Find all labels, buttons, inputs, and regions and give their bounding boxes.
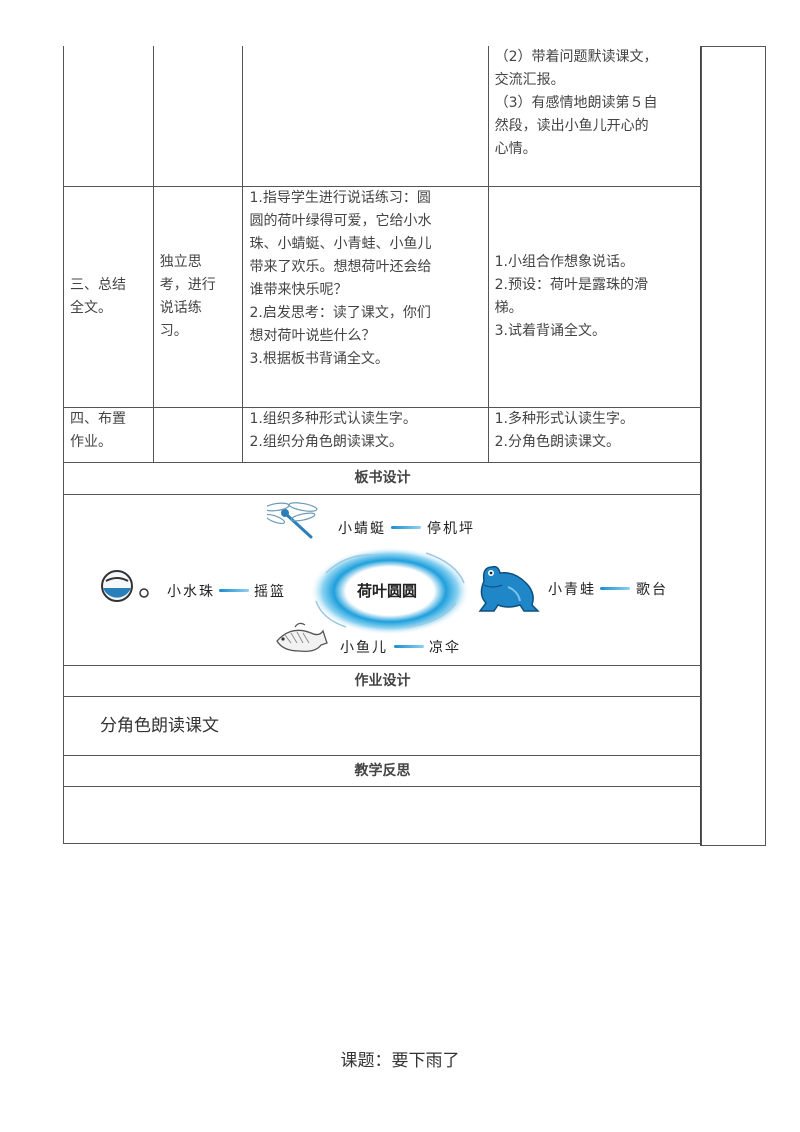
frog-icon (478, 565, 540, 612)
connector-line (219, 589, 249, 592)
activity-line: 梯。 (494, 300, 523, 316)
homework-text: 分角色朗读课文 (63, 696, 702, 756)
reflection-row (63, 786, 702, 844)
lesson-title: 课题：要下雨了 (340, 1051, 460, 1071)
reflection-heading: 教学反思 (63, 755, 702, 787)
board-design: 小蜻蜓 停机坪 小水珠 摇篮 (63, 494, 702, 666)
dragonfly-icon (267, 502, 318, 539)
activity-line: 3.试着背诵全文。 (494, 323, 606, 339)
reflection-heading-row: 教学反思 (63, 755, 702, 787)
teacher-line: 想对荷叶说些什么？ (249, 328, 376, 344)
activity-cell: 1.多种形式认读生字。 2.分角色朗读课文。 (487, 407, 703, 463)
stage-line: 三、总结 (70, 277, 126, 293)
outer-frame-right (700, 46, 766, 846)
water-drop-icon (101, 570, 149, 602)
student-line: 考，进行 (159, 277, 216, 293)
student-cell: 独立思 考，进行 说话练 习。 (152, 186, 244, 408)
connector-line (391, 526, 421, 529)
stage-cell: 三、总结 全文。 (63, 186, 154, 408)
stage-cell (63, 46, 154, 187)
activity-line: （2）带着问题默读课文， (494, 49, 658, 65)
stage-cell: 四、布置 作业。 (63, 407, 154, 463)
board-center-title: 荷叶圆圆 (354, 579, 421, 604)
board-target-water-drop: 摇篮 (254, 584, 286, 600)
student-line: 说话练 (159, 300, 202, 316)
activity-line: 然段，读出小鱼儿开心的 (494, 118, 649, 134)
activity-cell: （2）带着问题默读课文， 交流汇报。 （3）有感情地朗读第５自 然段，读出小鱼儿… (487, 46, 703, 187)
teacher-line: 谁带来快乐呢？ (249, 282, 348, 298)
board-heading-row: 板书设计 (63, 462, 702, 495)
teacher-line: 2.组织分角色朗读课文。 (249, 434, 403, 450)
board-row: 小蜻蜓 停机坪 小水珠 摇篮 (63, 494, 702, 666)
board-target-dragonfly: 停机坪 (427, 521, 475, 537)
homework-heading-row: 作业设计 (63, 665, 702, 697)
board-target-frog: 歌台 (636, 582, 668, 598)
activity-line: 交流汇报。 (494, 72, 565, 88)
activity-line: 2.分角色朗读课文。 (494, 434, 620, 450)
connector-line (600, 587, 630, 590)
homework-heading: 作业设计 (63, 665, 702, 697)
teacher-line: 1.组织多种形式认读生字。 (249, 411, 417, 427)
activity-line: 1.多种形式认读生字。 (494, 411, 634, 427)
homework-row: 分角色朗读课文 (63, 696, 702, 756)
teacher-line: 1.指导学生进行说话练习：圆 (249, 190, 431, 206)
stage-line: 四、布置 (70, 411, 126, 427)
teacher-cell (242, 46, 489, 187)
teacher-line: 2.启发思考：读了课文，你们 (249, 305, 431, 321)
student-line: 独立思 (159, 254, 202, 270)
board-target-fish: 凉伞 (429, 640, 461, 656)
connector-line (394, 645, 424, 648)
fish-icon (276, 622, 328, 653)
board-label-fish: 小鱼儿 (340, 640, 388, 656)
table-row-homework-stage: 四、布置 作业。 1.组织多种形式认读生字。 2.组织分角色朗读课文。 1.多种… (63, 407, 703, 463)
activity-line: 心情。 (494, 141, 537, 157)
table-row-summary: 三、总结 全文。 独立思 考，进行 说话练 习。 1.指导学生进行说话练习：圆 … (63, 186, 703, 408)
activity-cell: 1.小组合作想象说话。 2.预设：荷叶是露珠的滑 梯。 3.试着背诵全文。 (487, 186, 703, 408)
stage-line: 作业。 (70, 434, 112, 450)
teacher-cell: 1.指导学生进行说话练习：圆 圆的荷叶绿得可爱，它给小水 珠、小蜻蜓、小青蛙、小… (242, 186, 489, 408)
teacher-line: 3.根据板书背诵全文。 (249, 351, 389, 367)
activity-line: 1.小组合作想象说话。 (494, 254, 634, 270)
activity-line: 2.预设：荷叶是露珠的滑 (494, 277, 648, 293)
teacher-line: 圆的荷叶绿得可爱，它给小水 (249, 213, 432, 229)
student-cell (152, 46, 244, 187)
student-cell (152, 407, 244, 463)
board-label-water-drop: 小水珠 (167, 584, 215, 600)
teacher-cell: 1.组织多种形式认读生字。 2.组织分角色朗读课文。 (242, 407, 489, 463)
student-line: 习。 (159, 323, 188, 339)
teacher-line: 珠、小蜻蜓、小青蛙、小鱼儿 (249, 236, 432, 252)
table-row-continued: （2）带着问题默读课文， 交流汇报。 （3）有感情地朗读第５自 然段，读出小鱼儿… (63, 46, 703, 187)
board-label-frog: 小青蛙 (548, 582, 596, 598)
teacher-line: 带来了欢乐。想想荷叶还会给 (249, 259, 432, 275)
activity-line: （3）有感情地朗读第５自 (494, 95, 658, 111)
lesson-plan-table: （2）带着问题默读课文， 交流汇报。 （3）有感情地朗读第５自 然段，读出小鱼儿… (63, 46, 703, 844)
board-label-dragonfly: 小蜻蜓 (338, 521, 386, 537)
board-heading: 板书设计 (63, 462, 702, 495)
reflection-content (63, 786, 702, 844)
stage-line: 全文。 (70, 300, 112, 316)
